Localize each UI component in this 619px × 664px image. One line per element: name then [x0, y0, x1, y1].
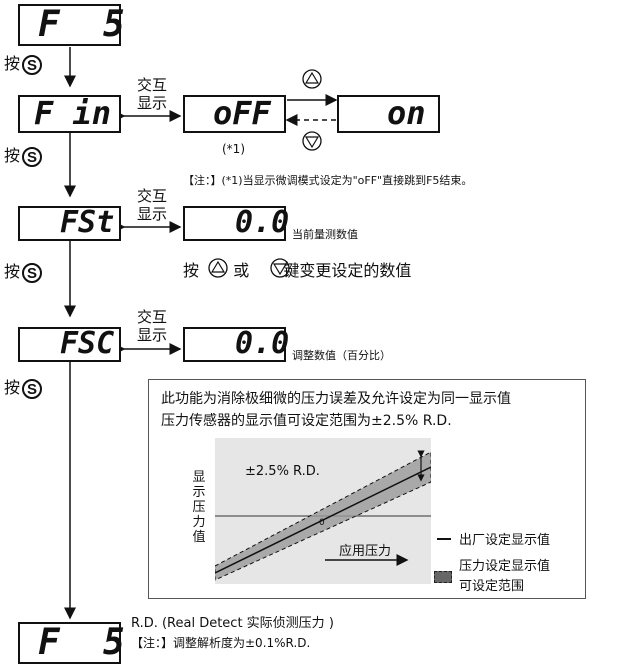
display-off: oFF	[183, 94, 286, 133]
change-instruction: 按 或 键变更设定的数值	[183, 257, 411, 281]
legend-line-label: 出厂设定显示值	[459, 533, 551, 548]
display-f5-top-text: F 5	[38, 4, 125, 45]
panel-line-2: 压力传感器的显示值可设定范围为±2.5% R.D.	[161, 413, 452, 429]
note-2: 【注：】调整解析度为±0.1%R.D.	[131, 636, 311, 650]
tolerance-band	[215, 451, 431, 581]
press-label: 按	[4, 146, 21, 165]
display-on-text: on	[387, 94, 426, 132]
rd-label: R.D. (Real Detect 实际侦测压力 )	[131, 616, 334, 631]
display-fsc-value-text: 0.0	[235, 326, 290, 361]
y-label-char: 压	[192, 500, 206, 515]
down-key-icon	[302, 131, 322, 151]
display-fsc: FSC	[18, 326, 121, 362]
press-label: 按	[4, 378, 21, 397]
display-f5-bottom: F 5	[18, 622, 125, 664]
panel-chart-svg	[215, 450, 431, 581]
display-fsc-value: 0.0	[183, 326, 290, 362]
reference-line	[215, 466, 431, 574]
legend-area-swatch	[434, 571, 452, 583]
legend-line-swatch	[437, 538, 451, 540]
legend-area-label-2: 可设定范围	[459, 579, 525, 594]
change-instruction-suffix: 键变更设定的数值	[283, 261, 412, 280]
note-1: 【注：】(*1)当显示微调模式设定为"oFF"直接跳到F5结束。	[183, 174, 473, 187]
chart-x-label: 应用压力	[339, 544, 392, 559]
y-label-char: 值	[192, 530, 206, 545]
s-key-icon: S	[22, 378, 43, 399]
s-key-icon: S	[22, 54, 43, 75]
y-label-char: 力	[192, 515, 206, 530]
exchange-label-1b: 显示	[137, 94, 168, 112]
display-f5-bottom-text: F 5	[38, 622, 125, 663]
panel-line-1: 此功能为消除极细微的压力误差及允许设定为同一显示值	[161, 391, 511, 407]
change-instruction-prefix: 按	[183, 261, 200, 280]
display-fst-value-text: 0.0	[235, 205, 290, 240]
note-marker: (*1)	[222, 142, 245, 156]
exchange-label-2a: 交互	[137, 187, 168, 205]
chart-origin-label: 0	[319, 518, 325, 528]
instruction-up-key-icon	[208, 258, 228, 278]
exchange-label-2b: 显示	[137, 205, 168, 223]
press-label: 按	[4, 262, 21, 281]
display-fst-value: 0.0	[183, 205, 290, 241]
chart-y-label: 显 示 压 力 值	[191, 470, 207, 545]
y-label-char: 显	[192, 470, 206, 485]
panel-chart: ±2.5% R.D. 0 应用压力	[215, 438, 431, 584]
press-label: 按	[4, 54, 21, 73]
exchange-label-3a: 交互	[137, 308, 168, 326]
change-instruction-middle: 或	[233, 261, 250, 280]
y-label-char: 示	[192, 485, 206, 500]
exchange-label-3b: 显示	[137, 326, 168, 344]
chart-band-label: ±2.5% R.D.	[245, 464, 320, 479]
adjust-label: 调整数值（百分比）	[292, 349, 391, 362]
display-fst: FSt	[18, 205, 121, 241]
display-f5-top: F 5	[18, 4, 125, 46]
info-panel: 此功能为消除极细微的压力误差及允许设定为同一显示值 压力传感器的显示值可设定范围…	[148, 379, 586, 599]
legend-area-label-1: 压力设定显示值	[459, 559, 551, 574]
up-key-icon	[302, 69, 322, 89]
display-fst-text: FSt	[60, 205, 115, 240]
display-off-text: oFF	[213, 94, 271, 132]
s-key-icon: S	[22, 146, 43, 167]
display-on: on	[337, 94, 440, 133]
display-fin-text: F in	[34, 94, 112, 132]
s-key-icon: S	[22, 262, 43, 283]
exchange-label-1a: 交互	[137, 76, 168, 94]
display-fsc-text: FSC	[60, 326, 115, 361]
current-value-label: 当前量测数值	[292, 228, 358, 241]
instruction-down-key-icon	[270, 258, 290, 278]
display-fin: F in	[18, 94, 121, 133]
